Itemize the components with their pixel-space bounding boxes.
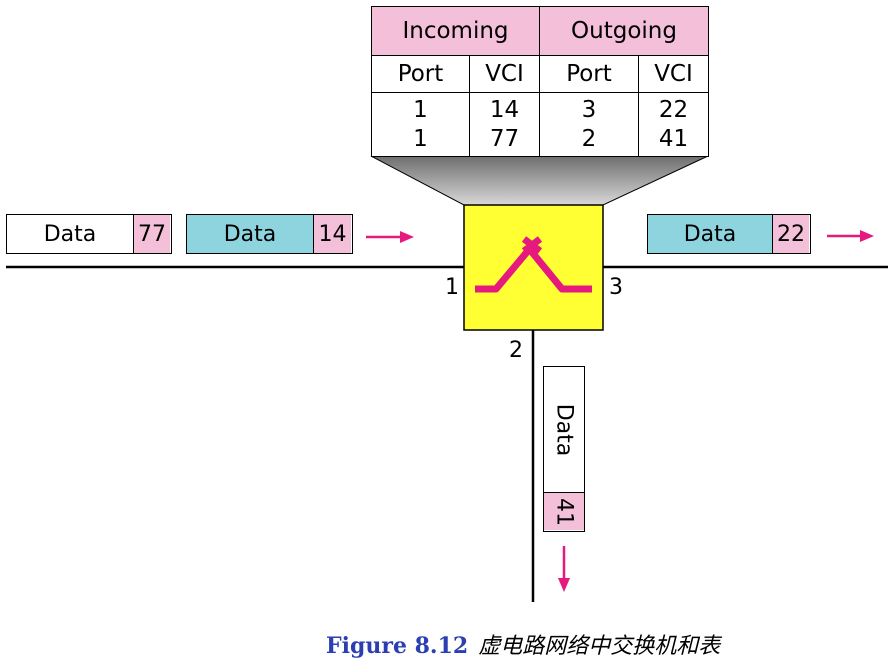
packet-left-near: Data 14 xyxy=(186,214,353,254)
port-label-1: 1 xyxy=(445,275,459,300)
packet-left-far: Data 77 xyxy=(6,214,172,254)
subheader-cell: VCI xyxy=(469,55,540,93)
packet-vci: 41 xyxy=(551,497,577,526)
packet-vci: 77 xyxy=(134,215,170,253)
port-label-2: 2 xyxy=(509,338,523,363)
arrow-right-out-icon xyxy=(827,230,874,242)
in-vci-cell: 14 77 xyxy=(469,92,540,157)
figure-number: Figure 8.12 xyxy=(326,633,469,659)
port-label-3: 3 xyxy=(609,275,623,300)
table-cell: 3 xyxy=(581,97,597,123)
vc-table: Incoming Outgoing Port VCI Port VCI 1 1 … xyxy=(371,6,709,157)
arrow-down-icon xyxy=(558,546,570,592)
packet-data: Data xyxy=(7,215,134,253)
outgoing-header: Outgoing xyxy=(539,6,709,56)
packet-data-box: Data xyxy=(544,367,584,493)
switch-box xyxy=(463,204,604,331)
switch-icon xyxy=(475,236,592,293)
table-subheader-row: Port VCI Port VCI xyxy=(371,55,709,93)
table-cell: 41 xyxy=(658,126,689,152)
figure-description: 虚电路网络中交换机和表 xyxy=(478,634,721,659)
table-body-row: 1 1 14 77 3 2 22 41 xyxy=(371,92,709,157)
table-cell: 1 xyxy=(413,126,428,152)
table-cell: 2 xyxy=(581,126,597,152)
packet-data: Data xyxy=(648,215,773,253)
incoming-header: Incoming xyxy=(371,6,540,56)
out-port-cell: 3 2 xyxy=(539,92,639,157)
table-cell: 14 xyxy=(489,97,520,123)
table-funnel xyxy=(370,155,709,206)
packet-vci: 14 xyxy=(314,215,351,253)
in-port-cell: 1 1 xyxy=(371,92,470,157)
packet-data: Data xyxy=(187,215,314,253)
packet-down: Data 41 xyxy=(543,366,585,532)
table-header-row: Incoming Outgoing xyxy=(371,6,709,56)
packet-right: Data 22 xyxy=(647,214,811,254)
packet-vci: 22 xyxy=(773,215,809,253)
packet-data: Data xyxy=(551,403,577,456)
subheader-cell: Port xyxy=(371,55,470,93)
subheader-cell: Port xyxy=(539,55,639,93)
table-cell: 77 xyxy=(489,126,520,152)
out-vci-cell: 22 41 xyxy=(638,92,709,157)
table-cell: 22 xyxy=(658,97,689,123)
arrow-right-icon xyxy=(366,231,414,243)
table-cell: 1 xyxy=(413,97,428,123)
figure-caption: Figure 8.12 虚电路网络中交换机和表 xyxy=(326,628,720,660)
packet-vci-box: 41 xyxy=(544,493,584,530)
subheader-cell: VCI xyxy=(638,55,709,93)
